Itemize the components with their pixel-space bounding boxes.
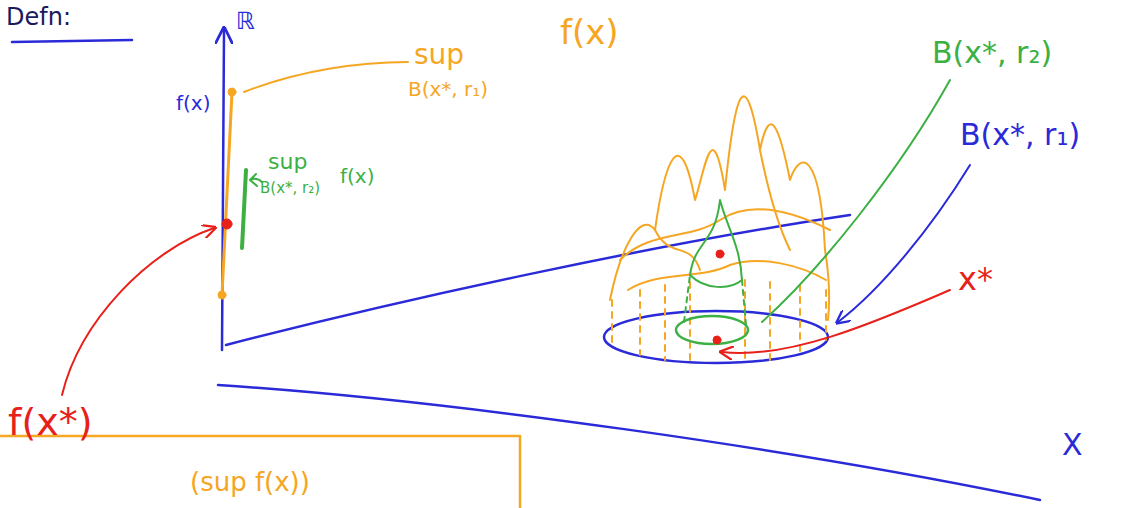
surface-point [716,250,724,258]
formula-box [0,436,520,508]
callout-label: B(x*, r₁) [960,118,1080,151]
plane-front-edge [218,385,1040,500]
leader-line [62,228,214,395]
function-label: f(x) [340,165,374,187]
ball-r2 [676,316,748,344]
sup-subscript: B(x*, r₂) [260,180,320,197]
leader-line [762,80,950,322]
interval-end [228,88,236,96]
sup-word: sup [268,150,307,174]
sup-r1-interval [222,92,232,295]
axis-label: f(x) [176,92,210,114]
sup-subscript: B(x*, r₁) [408,78,488,100]
point-value-label: f(x*) [8,402,93,444]
sup-r2-interval [242,170,246,248]
ball-r1 [604,311,828,363]
space-label: X [1062,428,1083,461]
real-axis [222,30,224,350]
leader-line [838,165,970,322]
formula-text: (sup f(x)) [190,468,310,497]
drop-lines [684,275,746,325]
axis-label: ℝ [236,8,255,34]
function-label: f(x) [560,14,619,51]
interval-end [218,291,226,299]
leader-line [244,62,408,92]
sup-word: sup [414,40,464,71]
point-label: x* [958,262,993,297]
plane-back-edge [226,215,850,345]
callout-label: B(x*, r₂) [932,36,1052,69]
fx-star-dot [222,219,232,229]
restricted-surface [690,200,742,287]
leader-line [722,290,950,353]
center-point [713,336,721,344]
heading-underline [12,40,132,42]
heading-text: Defn: [6,4,71,30]
function-surface [610,96,829,320]
